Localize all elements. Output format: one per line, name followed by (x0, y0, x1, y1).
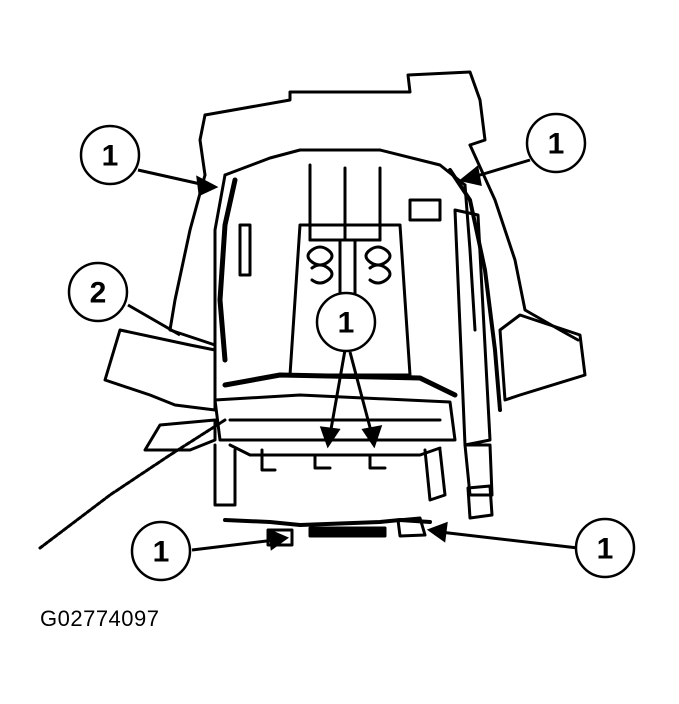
leader-2 (127, 303, 181, 337)
inner-frame-right (463, 183, 477, 332)
bottom-connector-right (396, 516, 427, 538)
leader-1-top-right (469, 158, 531, 180)
leader-1-top-left (137, 168, 206, 187)
callout-label: 1 (338, 307, 355, 340)
spring-right (364, 245, 392, 285)
callout-label: 1 (597, 533, 614, 566)
seat-bottom-frame (213, 393, 457, 442)
callout-label: 2 (90, 277, 107, 310)
right-harness (448, 168, 502, 412)
leader-1-center-b (348, 351, 374, 436)
left-harness-tube (238, 223, 252, 277)
leader-1-bottom-left (191, 538, 276, 552)
bottom-plate (308, 526, 387, 538)
right-module (453, 208, 492, 447)
callout-circle-5 (130, 520, 192, 582)
seat-bottom-frame-top (222, 372, 458, 398)
inner-frame-top (223, 148, 467, 187)
small-fitting-right-top (408, 198, 442, 222)
arrow-1-center-a (319, 426, 341, 449)
leader-1-bottom-right (439, 530, 579, 550)
lower-bracket-right (423, 448, 447, 502)
right-connector (466, 484, 494, 520)
long-cable (38, 418, 227, 550)
spring-center (338, 238, 357, 302)
leader-1-center-a (328, 349, 347, 436)
arrow-1-top-left (196, 175, 219, 197)
callout-circle-3 (67, 261, 129, 323)
callout-circle-6 (574, 517, 636, 579)
callout-label: 1 (548, 128, 565, 161)
callout-circle-4 (315, 291, 377, 353)
seat-back-cap (198, 113, 207, 177)
arrow-1-bottom-right (426, 521, 448, 543)
left-harness (217, 177, 238, 363)
arrow-1-bottom-left (268, 528, 290, 551)
left-bolster-lower (143, 418, 217, 452)
spring-left (306, 245, 334, 285)
center-panel (288, 223, 412, 377)
seat-bottom-lower (228, 443, 442, 457)
callout-circle-2 (525, 112, 587, 174)
left-bolster-flap (103, 328, 217, 412)
seat-back-left-shell (168, 173, 217, 347)
figure-id: G02774097 (40, 606, 160, 631)
seat-back-right-shell (468, 143, 580, 342)
right-bolster-flap (498, 313, 587, 402)
lower-bracket-mid (260, 448, 387, 472)
lower-bracket-left (213, 443, 237, 507)
callout-label: 1 (153, 536, 170, 569)
callout-circle-1 (79, 124, 141, 186)
seat-back-top-outline (203, 70, 487, 147)
arrow-1-center-b (361, 425, 383, 449)
inner-frame-left (213, 173, 227, 372)
arrow-1-top-right (458, 165, 482, 186)
callout-label: 1 (102, 140, 119, 173)
